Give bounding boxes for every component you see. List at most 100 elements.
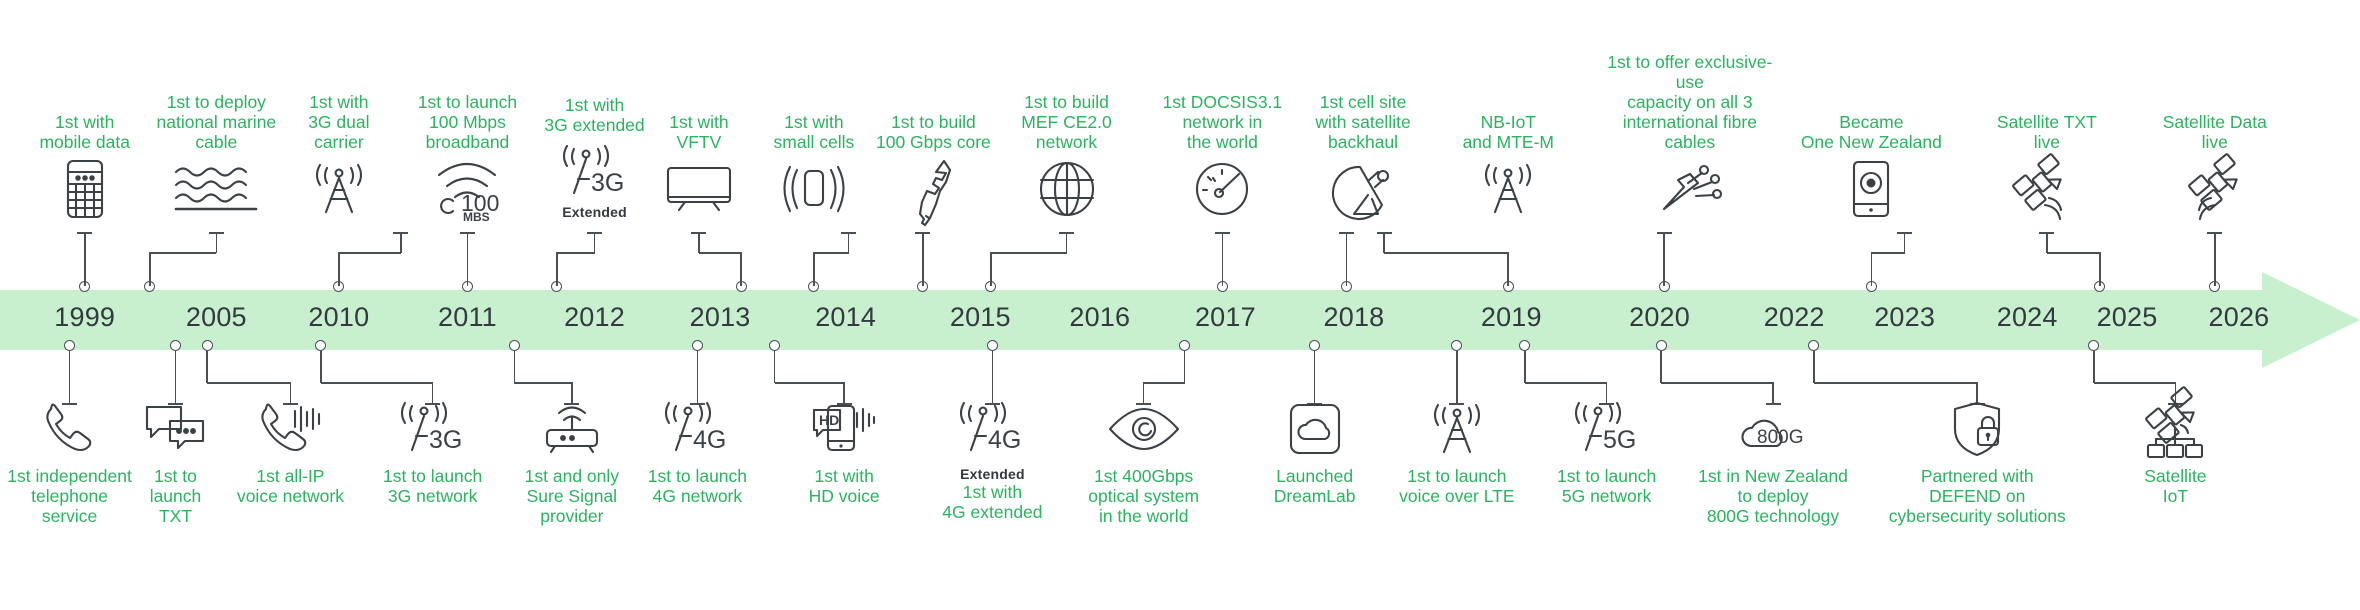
small-cell-phone-icon xyxy=(721,158,906,220)
top-milestone[interactable]: 1st to offer exclusive-use capacity on a… xyxy=(1597,52,1782,220)
top-milestone[interactable]: NB-IoT and MTE-M xyxy=(1416,112,1601,220)
bottom-milestone[interactable]: 1st to launch voice over LTE xyxy=(1364,398,1549,506)
eye-optical-icon xyxy=(1051,398,1236,460)
connector-hline xyxy=(556,252,595,254)
milestone-caption: 1st with VFTV xyxy=(669,112,729,152)
handheld-device-icon xyxy=(0,158,177,220)
year-label: 2014 xyxy=(815,302,877,332)
top-milestone[interactable]: 1st to deploy national marine cable xyxy=(124,92,309,220)
top-milestone[interactable]: Became One New Zealand xyxy=(1779,112,1964,220)
connector-vline xyxy=(1065,232,1068,253)
connector-cap xyxy=(689,403,705,405)
top-milestone[interactable]: 1st with VFTV xyxy=(606,112,791,220)
connector-vline xyxy=(83,232,86,286)
milestone-caption: 1st cell site with satellite backhaul xyxy=(1315,92,1411,152)
milestone-caption: 1st to build 100 Gbps core xyxy=(876,112,991,152)
telephone-handset-icon xyxy=(0,398,162,460)
top-milestone[interactable]: 1st with mobile data xyxy=(0,112,177,220)
connector-cap xyxy=(62,403,78,405)
milestone-caption: 1st to deploy national marine cable xyxy=(156,92,277,152)
connector-vline xyxy=(991,351,994,403)
connector-cap xyxy=(1765,403,1781,405)
chat-bubbles-icon xyxy=(83,398,268,460)
tower-4g-icon: 4G xyxy=(900,398,1085,460)
connector-hline xyxy=(813,252,849,254)
milestone-caption: 1st to launch 5G network xyxy=(1556,466,1657,506)
connector-vline xyxy=(1660,351,1662,383)
svg-text:4G: 4G xyxy=(988,426,1021,454)
connector-vline xyxy=(847,232,850,253)
connector-cap xyxy=(1599,403,1615,405)
milestone-caption: Satellite IoT xyxy=(2144,466,2207,506)
bottom-milestone[interactable]: Launched DreamLab xyxy=(1222,398,1407,506)
connector-cap xyxy=(393,232,409,234)
connector-cap xyxy=(459,232,475,234)
connector-cap xyxy=(2207,232,2223,234)
connector-vline xyxy=(338,252,340,286)
connector-dot xyxy=(1451,340,1463,351)
top-milestone[interactable]: 1st cell site with satellite backhaul xyxy=(1271,92,1456,221)
shield-lock-icon xyxy=(1885,398,2070,460)
year-label: 2019 xyxy=(1480,302,1542,332)
bottom-milestone[interactable]: 1st independent telephone service xyxy=(0,398,162,526)
milestone-caption: 1st with HD voice xyxy=(808,466,880,506)
bottom-milestone[interactable]: Partnered with DEFEND on cybersecurity s… xyxy=(1885,398,2070,526)
top-milestone[interactable]: 1st with 3G dual carrier xyxy=(246,92,431,220)
connector-vline xyxy=(2046,232,2048,253)
top-milestone[interactable]: 1st to build MEF CE2.0 network xyxy=(974,92,1159,220)
connector-vline xyxy=(431,382,434,404)
top-milestone[interactable]: 1st to build 100 Gbps core xyxy=(841,112,1026,227)
year-label: 2013 xyxy=(689,302,751,332)
connector-vline xyxy=(68,351,71,403)
year-label: 2010 xyxy=(308,302,370,332)
svg-text:4G: 4G xyxy=(693,426,726,454)
connector-hline xyxy=(1871,252,1905,254)
top-milestone[interactable]: 1st DOCSIS3.1 network in the world xyxy=(1130,92,1315,220)
connector-vline xyxy=(1507,252,1510,286)
milestone-sublabel: Extended xyxy=(562,204,627,220)
connector-vline xyxy=(466,232,469,286)
milestone-caption: Satellite TXT live xyxy=(1996,112,2097,152)
connector-hline xyxy=(149,252,217,254)
connector-cap xyxy=(2039,232,2055,234)
connector-vline xyxy=(513,351,516,383)
bottom-milestone[interactable]: 1st all-IP voice network xyxy=(198,398,383,506)
top-milestone[interactable]: Satellite Data live xyxy=(2122,112,2307,221)
svg-text:100: 100 xyxy=(461,190,499,216)
cloud-square-icon xyxy=(1222,398,1407,460)
connector-cap xyxy=(915,232,931,234)
top-milestone[interactable]: Satellite TXT live xyxy=(1954,112,2139,221)
connector-hline xyxy=(338,252,401,254)
connector-cap xyxy=(691,232,707,234)
connector-dot xyxy=(2088,340,2100,351)
milestone-sublabel: Extended xyxy=(960,466,1025,482)
milestone-caption: 1st and only Sure Signal provider xyxy=(524,466,620,526)
year-label: 2011 xyxy=(438,302,497,332)
connector-vline xyxy=(593,232,596,253)
milestone-caption: 1st to launch voice over LTE xyxy=(1399,466,1515,506)
bottom-milestone[interactable]: 5G 1st to launch 5G network xyxy=(1514,398,1699,506)
top-milestone[interactable]: 1st with small cells xyxy=(721,112,906,220)
bottom-milestone[interactable]: 1st 400Gbps optical system in the world xyxy=(1051,398,1236,526)
connector-vline xyxy=(2213,232,2216,286)
connector-vline xyxy=(174,351,177,403)
connector-vline xyxy=(1313,351,1316,403)
bottom-milestone[interactable]: Satellite IoT xyxy=(2083,386,2268,506)
tower-5g-icon: 5G xyxy=(1514,398,1699,460)
year-label: 2012 xyxy=(564,302,625,332)
connector-cap xyxy=(1376,232,1392,234)
bottom-milestone[interactable]: 1st to launch TXT xyxy=(83,398,268,526)
connector-hline xyxy=(1143,382,1185,384)
globe-icon xyxy=(974,158,1159,220)
bottom-milestone[interactable]: 1st and only Sure Signal provider xyxy=(479,398,664,526)
connector-hline xyxy=(1661,382,1773,384)
